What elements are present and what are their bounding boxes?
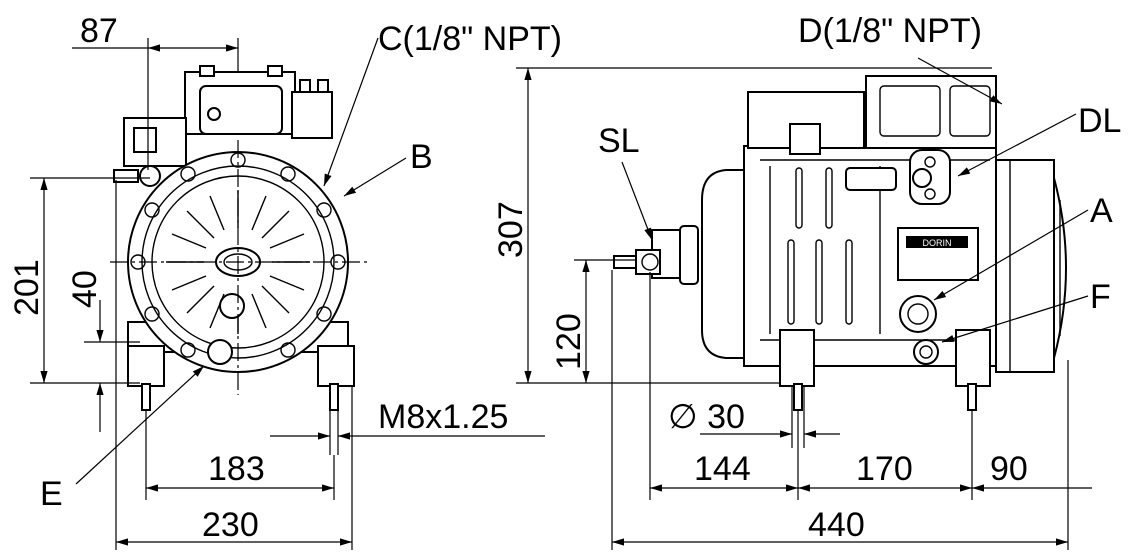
label-sl: SL bbox=[598, 122, 640, 160]
label-b-group: B bbox=[343, 138, 433, 197]
dim-183: 183 bbox=[145, 410, 335, 500]
discharge-valve bbox=[845, 167, 897, 191]
dim-30-label: ∅ 30 bbox=[668, 398, 745, 436]
dim-170-label: 170 bbox=[856, 450, 913, 488]
side-fins bbox=[787, 167, 853, 325]
side-view: DORIN bbox=[492, 12, 1121, 550]
dim-144-label: 144 bbox=[694, 450, 751, 488]
dim-87-label: 87 bbox=[80, 12, 118, 50]
dim-230: 230 bbox=[115, 180, 353, 550]
dim-307-label: 307 bbox=[492, 201, 530, 258]
dim-90-label: 90 bbox=[990, 450, 1028, 488]
side-motor-cover bbox=[995, 159, 1067, 373]
label-a: A bbox=[1090, 192, 1113, 230]
label-c: C(1/8" NPT) bbox=[378, 20, 562, 58]
label-f: F bbox=[1090, 278, 1111, 316]
side-feet bbox=[779, 329, 991, 411]
side-suction-dome bbox=[701, 169, 746, 359]
thread-label: M8x1.25 bbox=[378, 398, 508, 436]
dim-230-label: 230 bbox=[202, 506, 259, 544]
side-main-body: DORIN bbox=[743, 75, 997, 367]
dim-201: 201 bbox=[8, 177, 150, 384]
dim-201-label: 201 bbox=[8, 259, 46, 316]
dim-30: ∅ 30 bbox=[668, 386, 840, 448]
label-dl: DL bbox=[1078, 102, 1121, 140]
dim-440-label: 440 bbox=[808, 506, 865, 544]
label-b: B bbox=[410, 138, 433, 176]
thread-spec: M8x1.25 bbox=[270, 398, 545, 455]
label-d: D(1/8" NPT) bbox=[798, 12, 982, 50]
label-e: E bbox=[40, 475, 63, 513]
nameplate bbox=[897, 227, 979, 281]
dim-40: 40 bbox=[66, 270, 140, 432]
label-a-group: A bbox=[933, 192, 1113, 301]
label-c-group: C(1/8" NPT) bbox=[323, 20, 562, 187]
suction-valve bbox=[613, 225, 699, 285]
front-view: 87 C(1/8" NPT) B 201 40 E bbox=[8, 12, 562, 550]
dim-307: 307 bbox=[492, 67, 992, 384]
label-f-group: F bbox=[941, 278, 1111, 343]
front-center-lines bbox=[110, 140, 370, 395]
oil-drain-port bbox=[913, 339, 939, 365]
label-e-group: E bbox=[40, 365, 205, 513]
dim-183-label: 183 bbox=[208, 450, 265, 488]
dim-40-label: 40 bbox=[66, 270, 104, 308]
front-top-housing bbox=[113, 65, 333, 187]
label-dl-group: DL bbox=[957, 102, 1121, 177]
dim-120-label: 120 bbox=[550, 313, 588, 370]
dim-87: 87 bbox=[72, 12, 239, 170]
label-d-group: D(1/8" NPT) bbox=[798, 12, 1003, 105]
nameplate-text: DORIN bbox=[923, 238, 952, 248]
dim-120: 120 bbox=[550, 259, 636, 383]
sight-glass bbox=[899, 295, 937, 333]
label-sl-group: SL bbox=[598, 122, 653, 241]
dim-chain: 144 170 90 bbox=[649, 272, 1092, 500]
dim-440: 440 bbox=[611, 270, 1069, 550]
